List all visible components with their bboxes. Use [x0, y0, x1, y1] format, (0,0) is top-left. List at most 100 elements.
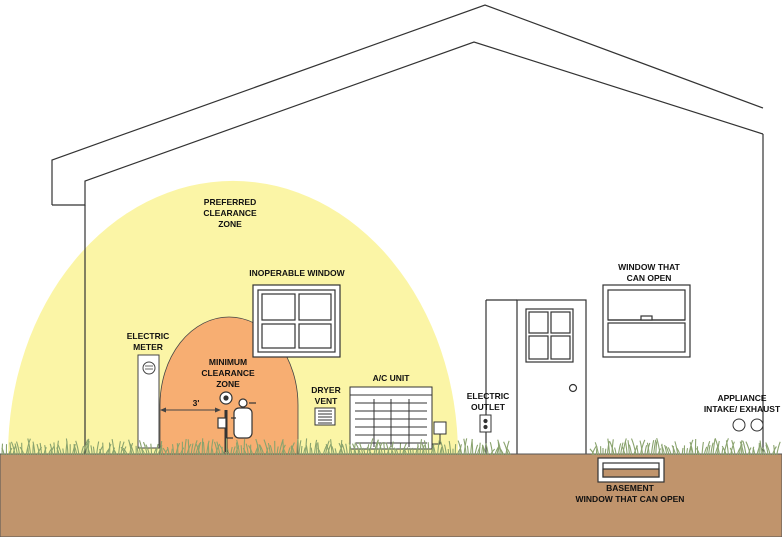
- grass-blade: [211, 448, 214, 456]
- grass-blade: [184, 438, 187, 456]
- grass-blade: [466, 445, 469, 456]
- grass-blade: [122, 447, 128, 456]
- grass-blade: [368, 438, 374, 456]
- grass-blade: [195, 443, 201, 456]
- grass-blade: [240, 445, 243, 456]
- grass-blade: [317, 447, 322, 456]
- grass-blade: [695, 447, 701, 456]
- grass-blade: [759, 445, 765, 456]
- grass-blade: [53, 442, 56, 456]
- grass-blade: [710, 442, 714, 456]
- grass-blade: [213, 441, 219, 456]
- minimum-zone-label: MINIMUM CLEARANCE ZONE: [201, 357, 255, 389]
- grass-blade: [171, 444, 175, 456]
- grass-blade: [723, 438, 729, 456]
- grass-blade: [118, 441, 121, 456]
- grass-blade: [393, 447, 397, 456]
- grass-blade: [128, 439, 133, 456]
- grass-blade: [190, 443, 194, 456]
- grass-blade: [419, 439, 423, 456]
- grass-blade: [689, 441, 694, 456]
- grass-blade: [73, 445, 78, 456]
- grass-blade: [32, 441, 36, 456]
- grass-blade: [611, 439, 614, 456]
- grass-blade: [639, 439, 646, 456]
- grass-blade: [776, 441, 781, 456]
- grass-blade: [235, 442, 238, 456]
- grass-blade: [160, 445, 164, 456]
- grass-blade: [386, 445, 392, 456]
- grass-blade: [197, 441, 202, 456]
- grass-blade: [36, 443, 40, 456]
- grass-blade: [714, 437, 721, 456]
- grass-blade: [432, 444, 436, 456]
- grass-blade: [202, 441, 205, 456]
- grass-blade: [463, 438, 467, 456]
- grass-blade: [403, 447, 408, 456]
- grass-blade: [745, 441, 751, 456]
- grass-blade: [338, 442, 344, 456]
- grass-blade: [620, 442, 624, 456]
- grass-blade: [75, 440, 80, 456]
- grass-blade: [255, 438, 260, 456]
- basement-window: [597, 457, 665, 483]
- grass-blade: [630, 438, 637, 456]
- grass-blade: [628, 444, 633, 456]
- basement-window-label: BASEMENT WINDOW THAT CAN OPEN: [575, 483, 685, 504]
- grass-blade: [703, 446, 708, 456]
- grass-blade: [635, 445, 639, 456]
- grass-blade: [96, 441, 100, 456]
- grass-blade: [660, 444, 666, 456]
- grass-blade: [236, 439, 241, 456]
- grass-blade: [210, 439, 214, 456]
- appliance-vents: [732, 418, 764, 432]
- grass-blade: [639, 440, 644, 456]
- grass-blade: [65, 438, 69, 456]
- grass-blade: [375, 439, 379, 456]
- grass-blade: [390, 441, 394, 456]
- electric-outlet-label: ELECTRIC OUTLET: [466, 391, 510, 412]
- grass-blade: [358, 441, 364, 456]
- grass-blade: [742, 440, 747, 456]
- grass-blade: [305, 445, 309, 456]
- grass-blade: [140, 446, 146, 456]
- grass-blade: [503, 441, 509, 456]
- grass-blade: [614, 447, 617, 456]
- grass-blade: [243, 439, 246, 456]
- grass-blade: [606, 441, 610, 456]
- grass-blade: [282, 447, 287, 456]
- grass-blade: [162, 447, 168, 456]
- distance-label: 3': [192, 398, 200, 408]
- grass-blade: [49, 443, 54, 456]
- grass-blade: [738, 439, 743, 456]
- grass-blade: [112, 448, 117, 456]
- grass-blade: [207, 443, 210, 456]
- grass-blade: [44, 444, 47, 456]
- grass-blade: [145, 444, 150, 456]
- grass-blade: [721, 445, 727, 456]
- grass-blade: [439, 446, 443, 456]
- grass-blade: [383, 442, 386, 456]
- grass-blade: [655, 441, 658, 456]
- grass-blade: [267, 442, 271, 456]
- grass-blade: [309, 442, 312, 456]
- grass: [1, 437, 781, 456]
- grass-blade: [681, 447, 684, 456]
- grass-blade: [330, 439, 333, 456]
- grass-blade: [653, 439, 657, 456]
- grass-blade: [624, 441, 628, 456]
- inoperable-window-label: INOPERABLE WINDOW: [249, 268, 345, 278]
- electric-meter: [137, 354, 160, 449]
- grass-blade: [153, 448, 157, 456]
- grass-blade: [765, 442, 771, 456]
- grass-blade: [82, 439, 89, 456]
- grass-blade: [423, 440, 428, 456]
- grass-blade: [482, 447, 485, 456]
- grass-blade: [87, 440, 90, 456]
- grass-blade: [1, 447, 5, 456]
- grass-blade: [90, 445, 93, 456]
- grass-blade: [667, 447, 672, 456]
- grass-blade: [505, 440, 510, 456]
- grass-blade: [310, 447, 313, 456]
